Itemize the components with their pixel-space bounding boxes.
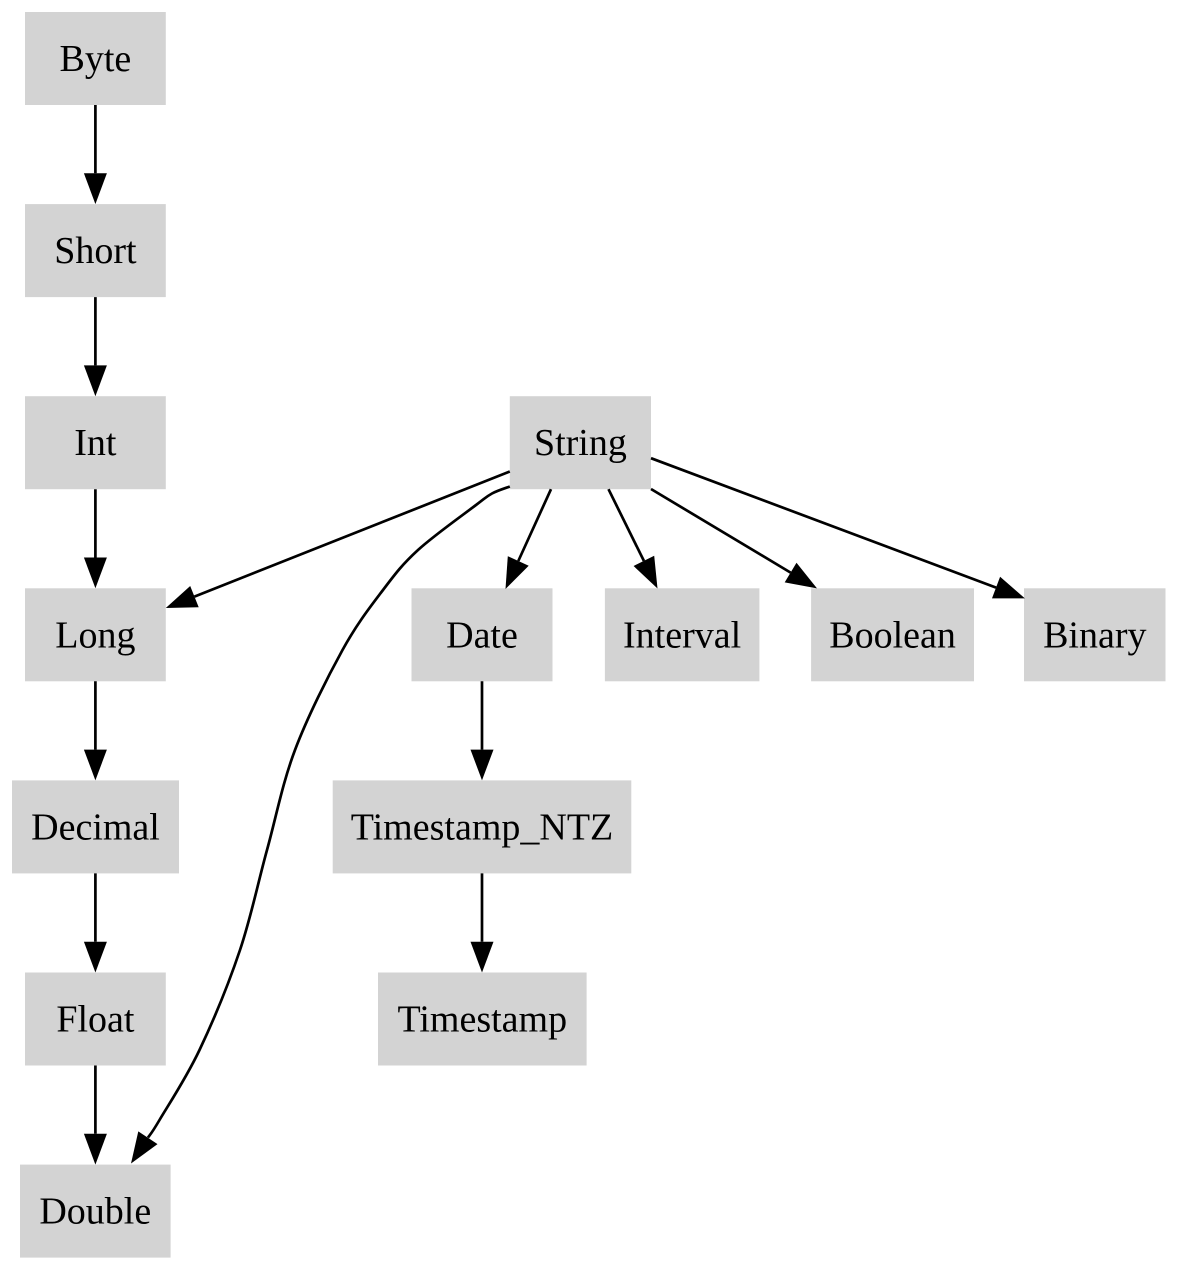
svg-text:Binary: Binary: [1043, 614, 1146, 656]
svg-text:Timestamp_NTZ: Timestamp_NTZ: [351, 806, 614, 848]
svg-text:String: String: [534, 422, 627, 464]
svg-text:Short: Short: [54, 230, 137, 272]
svg-text:Double: Double: [39, 1191, 151, 1233]
svg-text:Boolean: Boolean: [829, 614, 956, 656]
svg-text:Long: Long: [55, 614, 135, 656]
svg-text:Timestamp: Timestamp: [397, 999, 567, 1041]
svg-text:Int: Int: [74, 422, 117, 464]
svg-text:Interval: Interval: [623, 614, 741, 656]
svg-text:Float: Float: [56, 999, 135, 1041]
svg-text:Byte: Byte: [60, 38, 132, 80]
svg-text:Date: Date: [446, 614, 518, 656]
svg-text:Decimal: Decimal: [31, 806, 160, 848]
